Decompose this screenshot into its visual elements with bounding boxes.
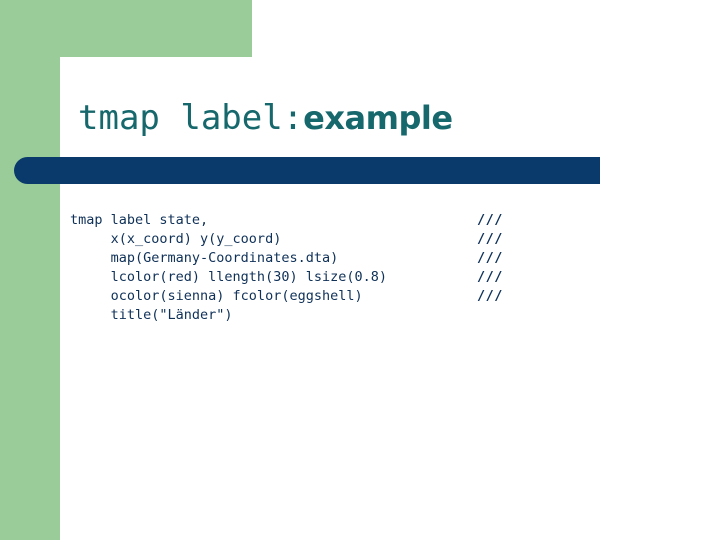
slide-title-mono-part: tmap label:: [78, 98, 304, 138]
code-line-continuation-marker: ///: [477, 250, 503, 266]
slide-title: tmap label:example: [78, 101, 453, 135]
code-line-text: title("Länder"): [70, 307, 233, 323]
code-line-text: tmap label state,: [70, 212, 209, 228]
code-line: x(x_coord) y(y_coord) ///: [70, 231, 630, 250]
code-line-text: map(Germany-Coordinates.dta): [70, 250, 339, 266]
code-line-continuation-marker: ///: [477, 269, 503, 285]
white-content-panel: [60, 57, 720, 540]
code-line: ocolor(sienna) fcolor(eggshell) ///: [70, 288, 630, 307]
code-line-text: x(x_coord) y(y_coord): [70, 231, 282, 247]
slide-title-sans-part: example: [303, 99, 453, 137]
code-line-continuation-marker: ///: [477, 288, 503, 304]
code-line: lcolor(red) llength(30) lsize(0.8) ///: [70, 269, 630, 288]
code-line-text: lcolor(red) llength(30) lsize(0.8): [70, 269, 387, 285]
code-line: title("Länder"): [70, 307, 630, 326]
navy-divider-bar: [14, 157, 600, 184]
code-line-continuation-marker: ///: [477, 212, 503, 228]
code-line-continuation-marker: ///: [477, 231, 503, 247]
green-accent-block: [0, 0, 252, 57]
green-accent-band: [0, 0, 60, 540]
code-line: map(Germany-Coordinates.dta) ///: [70, 250, 630, 269]
code-line: tmap label state, ///: [70, 212, 630, 231]
code-line-text: ocolor(sienna) fcolor(eggshell): [70, 288, 363, 304]
code-block: tmap label state, /// x(x_coord) y(y_coo…: [70, 212, 630, 326]
